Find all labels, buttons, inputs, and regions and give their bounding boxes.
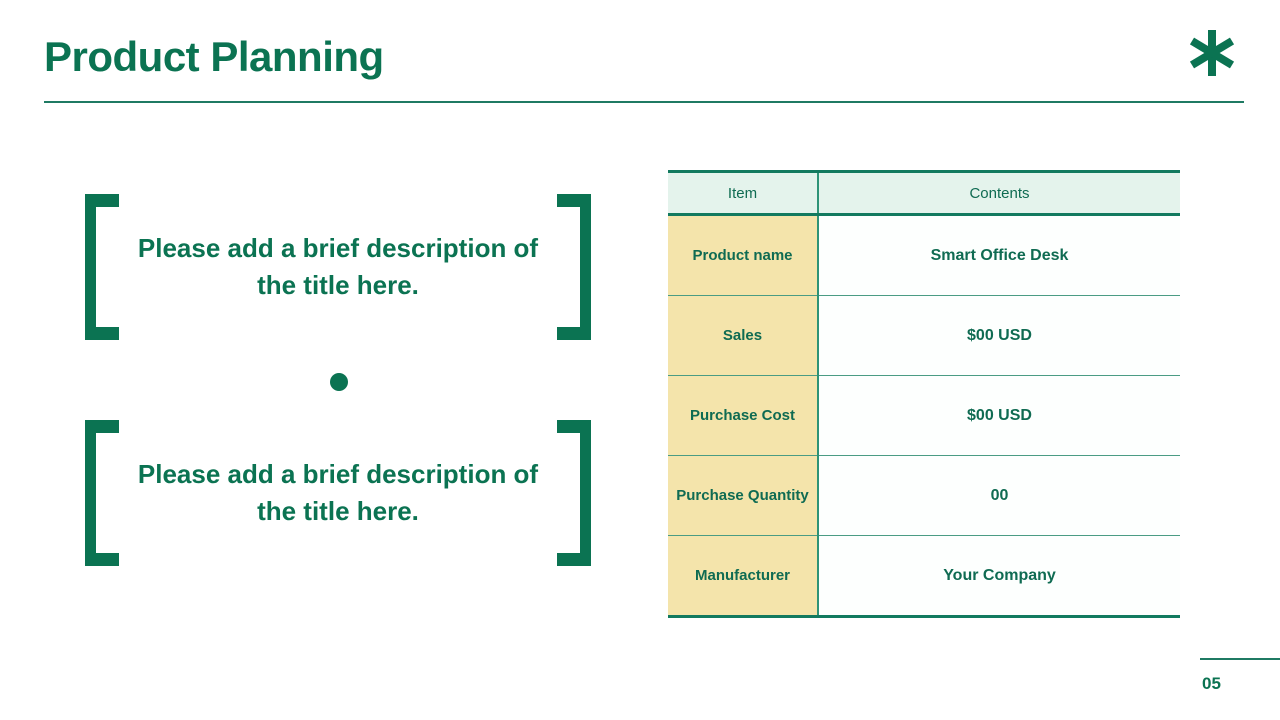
row-value-product-name: Smart Office Desk [818,214,1180,296]
row-label-product-name: Product name [668,214,819,296]
description-block-1: Please add a brief description of the ti… [85,194,591,340]
page-title: Product Planning [44,33,384,80]
bracket-left-icon [85,420,121,566]
bracket-left-icon [85,194,121,340]
column-header-contents: Contents [818,170,1180,216]
table-row: Sales $00 USD [668,295,1180,376]
asterisk-icon [1188,26,1236,80]
dot-icon [330,373,348,391]
bracket-right-icon [555,420,591,566]
table-header-row: Item Contents [668,170,1180,216]
row-value-sales: $00 USD [818,295,1180,376]
footer-divider [1200,658,1280,660]
row-value-purchase-cost: $00 USD [818,375,1180,456]
product-spec-table: Item Contents Product name Smart Office … [668,170,1180,618]
row-label-purchase-cost: Purchase Cost [668,375,819,456]
table-row: Manufacturer Your Company [668,535,1180,618]
page-number: 05 [1202,674,1221,693]
row-value-manufacturer: Your Company [818,535,1180,618]
table-row: Purchase Cost $00 USD [668,375,1180,456]
description-text-1: Please add a brief description of the ti… [137,233,539,300]
table-row: Product name Smart Office Desk [668,214,1180,296]
description-text-2: Please add a brief description of the ti… [137,459,539,526]
column-header-item: Item [668,170,819,216]
description-block-2: Please add a brief description of the ti… [85,420,591,566]
row-label-manufacturer: Manufacturer [668,535,819,618]
header-divider [44,101,1244,103]
row-label-purchase-quantity: Purchase Quantity [668,455,819,536]
table-row: Purchase Quantity 00 [668,455,1180,536]
row-label-sales: Sales [668,295,819,376]
row-value-purchase-quantity: 00 [818,455,1180,536]
bracket-right-icon [555,194,591,340]
